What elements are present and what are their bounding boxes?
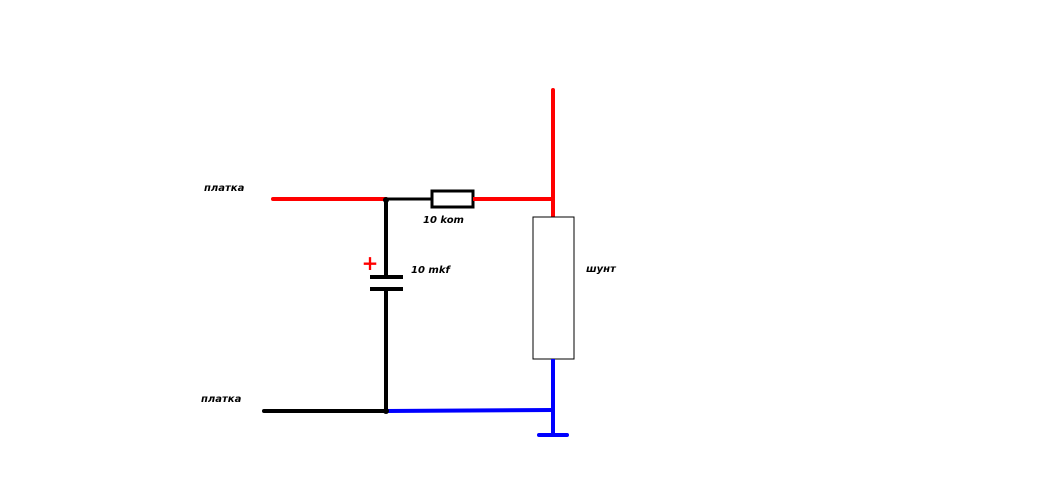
resistor-label: 10 kom xyxy=(423,215,464,226)
board-label-top: платка xyxy=(204,183,245,194)
shunt xyxy=(532,216,575,360)
shunt-label: шунт xyxy=(586,264,616,275)
board-label-bottom: платка xyxy=(201,394,242,405)
junction-bottom xyxy=(383,408,389,414)
polarity-plus: + xyxy=(362,251,379,275)
negative-wire-horizontal xyxy=(385,408,554,413)
junction-top xyxy=(383,197,389,203)
capacitor-label: 10 mkf xyxy=(411,265,450,276)
resistor-10kom xyxy=(430,189,475,209)
